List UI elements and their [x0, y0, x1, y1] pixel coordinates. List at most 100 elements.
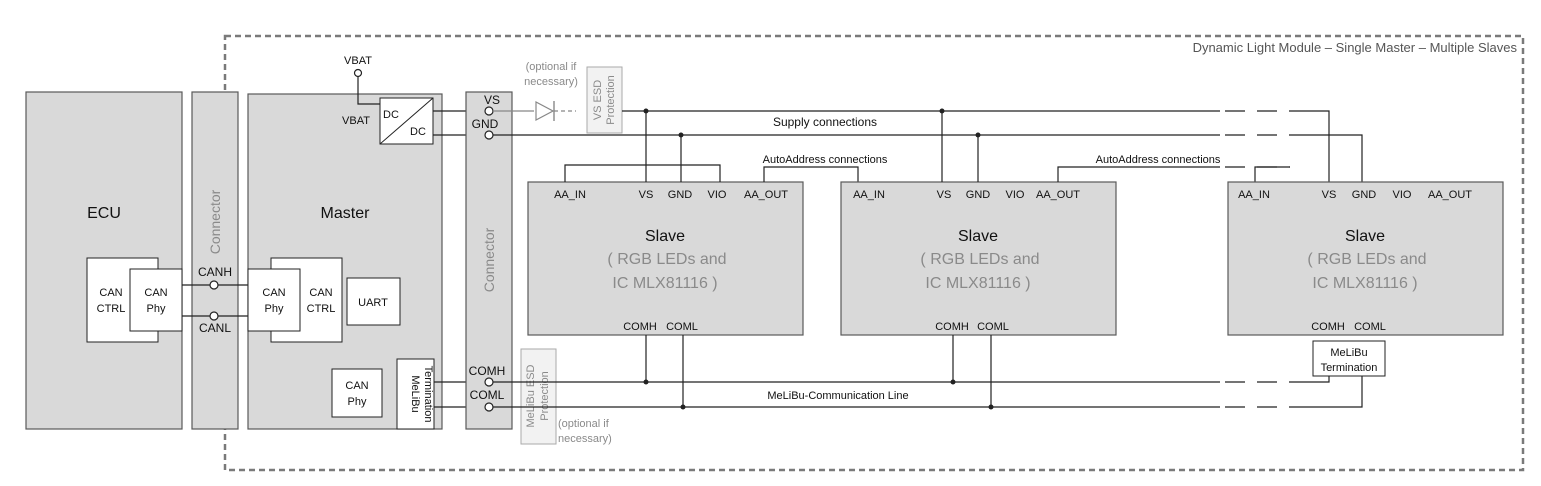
- canh-terminal: [209, 280, 219, 290]
- slave-n-melibu-termination: [1312, 340, 1386, 377]
- aa-link-3-in: [1254, 166, 1290, 182]
- slave-1-aa-loop: [564, 164, 721, 182]
- slave-1: [527, 181, 804, 336]
- vs-bus-end: [1290, 110, 1330, 183]
- slave-1-vs-node: [643, 108, 649, 114]
- slave-term-l1: MeLiBu: [1330, 347, 1367, 359]
- melibu-esd-protection: [520, 348, 557, 445]
- uart-label: UART: [358, 297, 388, 309]
- vs-terminal: [484, 106, 494, 116]
- connector-middle: [465, 91, 513, 430]
- ecu-can-ctrl-l2: CTRL: [97, 303, 126, 315]
- slave-n-comh: COMH: [1311, 321, 1345, 333]
- vbat-input-label: VBAT: [344, 55, 372, 67]
- slave-2-vio: VIO: [1006, 189, 1025, 201]
- slave-2-sub-l2: IC MLX81116 ): [925, 275, 1030, 292]
- coml-label: COML: [470, 388, 505, 402]
- melibu-esd-l2: Protection: [539, 371, 551, 421]
- gnd-bus-end: [1290, 134, 1363, 183]
- vs-esd-l1: VS ESD: [592, 80, 604, 120]
- slave-1-sub-l2: IC MLX81116 ): [612, 275, 717, 292]
- master-melibu-phy-l1: CAN: [345, 380, 368, 392]
- ecu-can-phy-l2: Phy: [147, 303, 166, 315]
- slave-1-gnd: GND: [668, 189, 693, 201]
- slave-2-sub-l1: ( RGB LEDs and: [920, 251, 1039, 268]
- master-can-ctrl-l2: CTRL: [307, 303, 336, 315]
- slave-1-vio: VIO: [708, 189, 727, 201]
- vs-esd-l2: Protection: [605, 75, 617, 125]
- slave-2-comh: COMH: [935, 321, 969, 333]
- slave-2-gnd: GND: [966, 189, 991, 201]
- vs-label: VS: [484, 93, 500, 107]
- slave-2-vs-node: [939, 108, 945, 114]
- slave-1-aa-out: AA_OUT: [744, 189, 788, 201]
- slave-1-coml-node: [680, 404, 686, 410]
- connector-left: [191, 91, 239, 430]
- comh-bus-end: [1290, 375, 1330, 383]
- master-can-phy-l1: CAN: [262, 287, 285, 299]
- dcdc-in-label: DC: [383, 109, 399, 121]
- uart-block: [346, 277, 401, 326]
- vbat-pin-label: VBAT: [342, 115, 370, 127]
- optional-note-top-l1: (optional if: [526, 61, 578, 73]
- slave-n-coml: COML: [1354, 321, 1386, 333]
- master-melibu-termination: [396, 358, 435, 430]
- ecu-can-phy: [129, 268, 183, 332]
- connector-middle-label: Connector: [481, 227, 497, 292]
- vs-diode-icon: [535, 101, 555, 121]
- slave-1-sub-l1: ( RGB LEDs and: [607, 251, 726, 268]
- comh-label: COMH: [469, 364, 506, 378]
- canl-terminal: [209, 311, 219, 321]
- vs-esd-protection: [586, 66, 623, 134]
- master-melibu-phy: [331, 368, 383, 418]
- canh-label: CANH: [198, 265, 232, 279]
- slave-1-title: Slave: [645, 228, 685, 245]
- dcdc-diagonal: [379, 97, 434, 145]
- slave-1-gnd-node: [678, 132, 684, 138]
- slave-n-aa-in: AA_IN: [1238, 189, 1270, 201]
- vbat-terminal: [353, 68, 363, 78]
- slave-2-gnd-node: [975, 132, 981, 138]
- ecu-can-phy-l1: CAN: [144, 287, 167, 299]
- gnd-label: GND: [472, 117, 499, 131]
- master-term-l1: MeLiBu: [409, 375, 421, 412]
- ecu-can-ctrl-l1: CAN: [99, 287, 122, 299]
- gnd-terminal: [484, 130, 494, 140]
- aa-link-1-2: [763, 166, 859, 182]
- slave-1-coml: COML: [666, 321, 698, 333]
- comh-terminal: [484, 377, 494, 387]
- slave-1-vs: VS: [639, 189, 654, 201]
- ecu-title: ECU: [87, 205, 121, 222]
- slave-n-vs: VS: [1322, 189, 1337, 201]
- optional-note-bottom-l1: (optional if: [558, 418, 610, 430]
- aa-link-2-3: [1057, 166, 1220, 182]
- slave-n: [1227, 181, 1504, 336]
- autoaddress-label-1: AutoAddress connections: [763, 154, 888, 166]
- master-can-phy: [247, 268, 301, 332]
- master-melibu-phy-l2: Phy: [348, 396, 367, 408]
- vbat-wire: [357, 77, 381, 105]
- coml-terminal: [484, 402, 494, 412]
- slave-2-aa-in: AA_IN: [853, 189, 885, 201]
- coml-bus-end: [1290, 375, 1363, 408]
- dcdc-out-label: DC: [410, 126, 426, 138]
- slave-1-comh: COMH: [623, 321, 657, 333]
- master-term-l2: Termination: [422, 366, 434, 423]
- slave-n-sub-l2: IC MLX81116 ): [1312, 275, 1417, 292]
- canl-label: CANL: [199, 321, 231, 335]
- slave-n-vio: VIO: [1393, 189, 1412, 201]
- slave-term-l2: Termination: [1321, 362, 1378, 374]
- master-title: Master: [321, 205, 371, 222]
- melibu-esd-l1: MeLiBu ESD: [525, 364, 537, 427]
- master-can-ctrl-l1: CAN: [309, 287, 332, 299]
- slave-1-aa-in: AA_IN: [554, 189, 586, 201]
- optional-note-top-l2: necessary): [524, 76, 578, 88]
- slave-n-aa-out: AA_OUT: [1428, 189, 1472, 201]
- slave-2-vs: VS: [937, 189, 952, 201]
- slave-2-coml-node: [988, 404, 994, 410]
- slave-n-sub-l1: ( RGB LEDs and: [1307, 251, 1426, 268]
- slave-2-coml: COML: [977, 321, 1009, 333]
- slave-1-comh-node: [643, 379, 649, 385]
- slave-2-aa-out: AA_OUT: [1036, 189, 1080, 201]
